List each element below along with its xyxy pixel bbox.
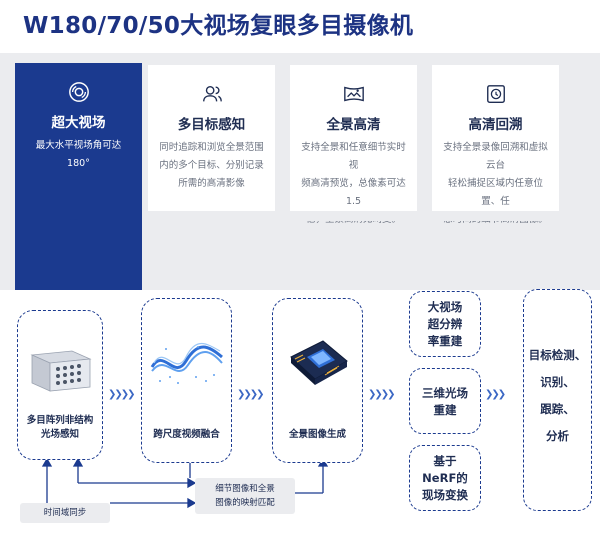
- feature-title: 多目标感知: [177, 117, 246, 133]
- chevron-right-icon: ❯❯❯: [485, 389, 506, 400]
- people-icon: [202, 85, 222, 102]
- feature-card-multi-target: 多目标感知 同时追踪和浏览全景范围 内的多个目标、分别记录 所需的高清影像: [148, 65, 275, 221]
- camera-array-icon: [30, 350, 92, 392]
- flow-option-nerf-transform: 基于 NeRF的 现场变换: [409, 445, 481, 511]
- flow-step-label: 多目阵列非结构 光场感知: [26, 415, 94, 440]
- feature-card-panorama-hd: 全景高清 支持全景和任意细节实时视 频高清预览，总像素可达1.5 亿，全景高清无…: [290, 65, 417, 225]
- playback-icon: [486, 85, 505, 103]
- chevron-right-icon: ❯❯❯❯: [108, 389, 135, 400]
- flow-option-super-resolution: 大视场 超分辨 率重建: [409, 291, 481, 357]
- feature-title: 全景高清: [326, 117, 381, 133]
- card-foot: [432, 211, 559, 221]
- feature-card-hd-playback: 高清回溯 支持全景录像回溯和虚拟云台 轻松捕捉区域内任意位置、任 意时间的细节高…: [432, 65, 559, 225]
- card-foot: [290, 211, 417, 221]
- flow-step-label: 跨尺度视频融合: [153, 429, 220, 440]
- feature-title: 高清回溯: [468, 117, 523, 133]
- mapping-tag: 细节图像和全景 图像的映射匹配: [195, 478, 295, 514]
- wave-fusion-icon: [150, 342, 223, 384]
- flow-step-label: 全景图像生成: [288, 429, 346, 440]
- feature-desc: 最大水平视场角可达 180°: [35, 140, 122, 169]
- flow-step-video-fusion: 跨尺度视频融合: [141, 298, 232, 463]
- page-title: W180/70/50大视场复眼多目摄像机: [23, 13, 414, 39]
- feature-card-wide-fov: 超大视场 最大水平视场角可达 180°: [15, 63, 142, 290]
- chevron-right-icon: ❯❯❯❯: [237, 389, 264, 400]
- chip-icon: [290, 340, 348, 385]
- flow-step-light-field-sensing: 多目阵列非结构 光场感知: [17, 310, 103, 460]
- chevron-right-icon: ❯❯❯❯: [368, 389, 395, 400]
- feature-title: 超大视场: [51, 115, 106, 131]
- flow-option-3d-light-field: 三维光场 重建: [409, 368, 481, 434]
- card-foot: [148, 211, 275, 221]
- time-sync-tag: 时间域同步: [20, 503, 110, 523]
- flow-step-panorama-generation: 全景图像生成: [272, 298, 363, 463]
- flow-final-analysis: 目标检测、 识别、 跟踪、 分析: [523, 289, 592, 511]
- panorama-icon: [343, 86, 364, 102]
- feature-desc: 同时追踪和浏览全景范围 内的多个目标、分别记录 所需的高清影像: [159, 142, 264, 189]
- lens-icon: [68, 82, 89, 102]
